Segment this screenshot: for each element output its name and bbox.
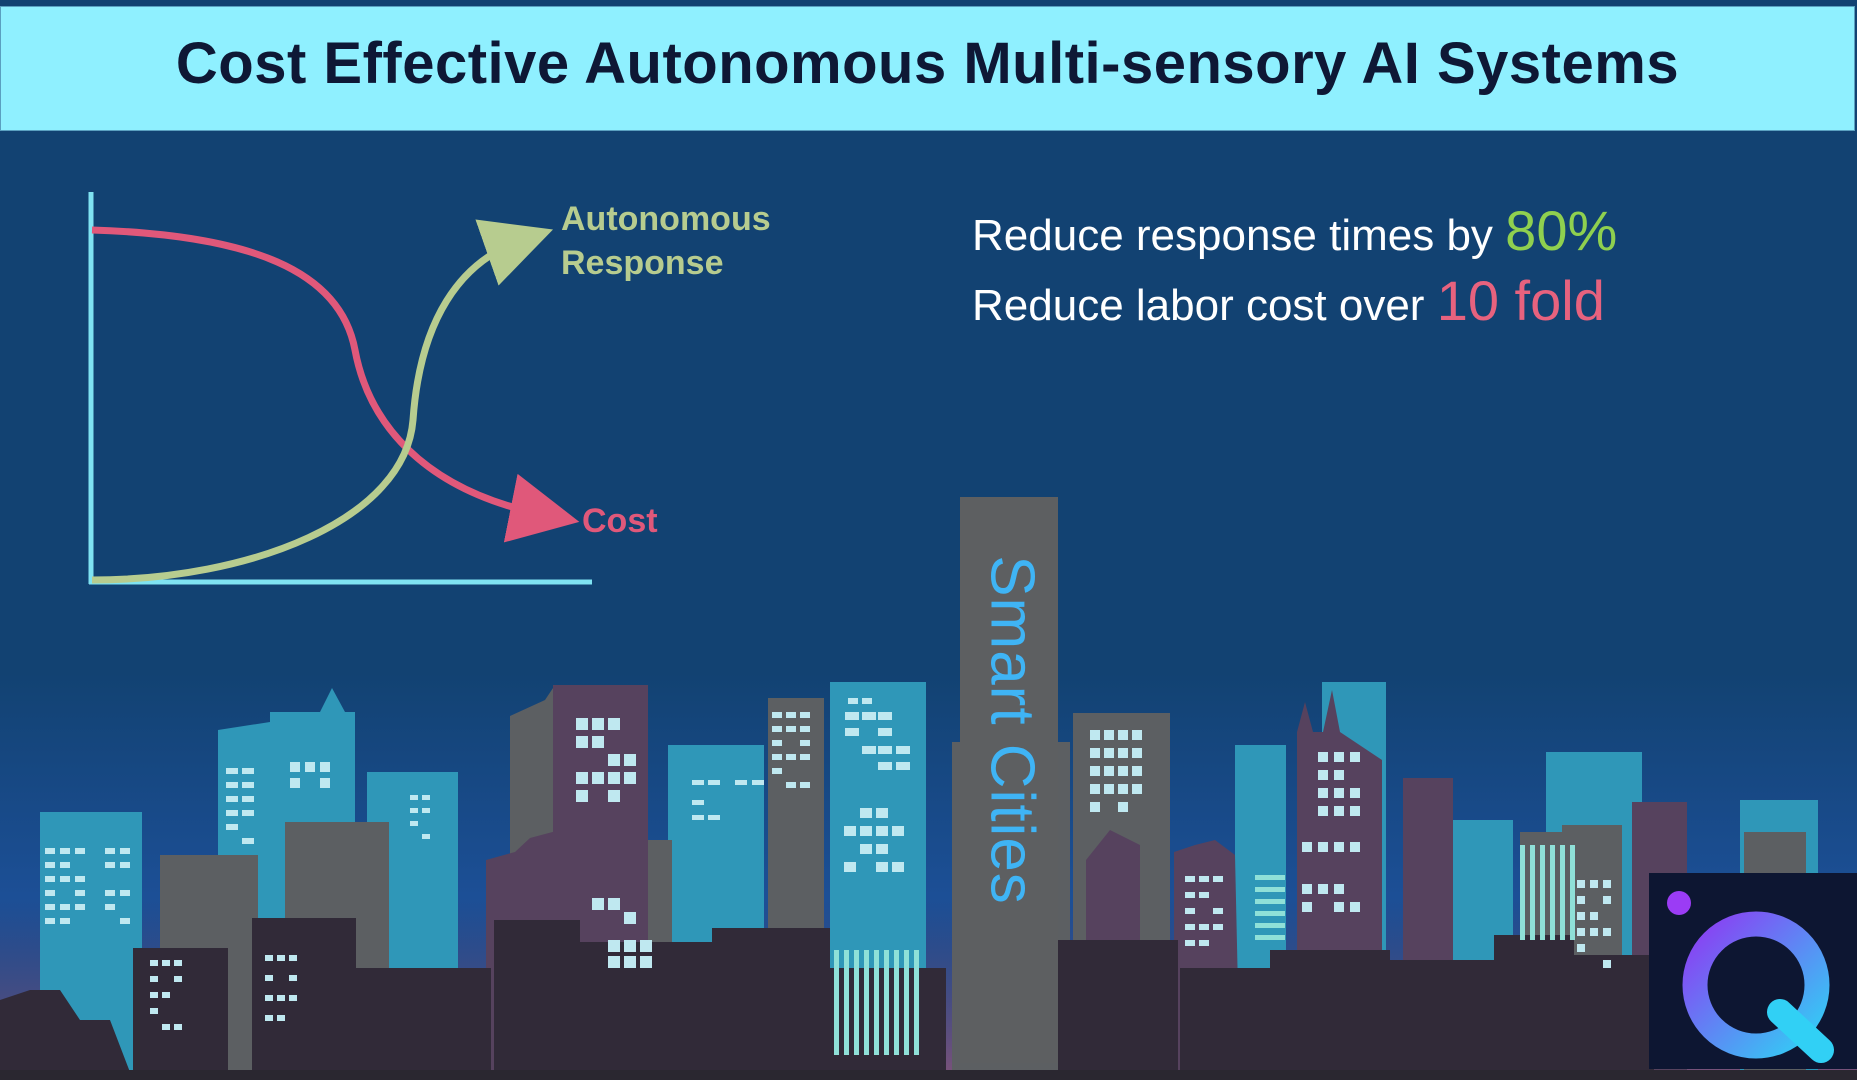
autonomous-label-line1: Autonomous xyxy=(561,200,771,238)
stat-text: Reduce labor cost over xyxy=(972,281,1425,330)
q-logo-icon xyxy=(1649,873,1857,1069)
striped-windows xyxy=(834,845,1575,1055)
stat-highlight: 10 fold xyxy=(1436,269,1605,332)
smart-cities-tower xyxy=(960,497,1058,1063)
autonomous-label-line2: Response xyxy=(561,244,724,282)
stat-response-times: Reduce response times by 80% xyxy=(972,198,1617,263)
autonomous-response-label: Autonomous Response xyxy=(561,197,771,285)
title-bar: Cost Effective Autonomous Multi-sensory … xyxy=(0,6,1855,131)
building-windows xyxy=(45,698,1611,1030)
cost-label: Cost xyxy=(582,502,658,540)
stat-text: Reduce response times by xyxy=(972,211,1493,260)
ground-strip xyxy=(0,1070,1857,1080)
page-title: Cost Effective Autonomous Multi-sensory … xyxy=(175,31,1680,96)
stat-highlight: 80% xyxy=(1505,199,1618,262)
cost-curve xyxy=(91,226,580,543)
smart-cities-label: Smart Cities xyxy=(977,555,1047,905)
stat-labor-cost: Reduce labor cost over 10 fold xyxy=(972,268,1605,333)
autonomous-curve xyxy=(91,219,554,584)
chart-axes xyxy=(88,192,592,585)
